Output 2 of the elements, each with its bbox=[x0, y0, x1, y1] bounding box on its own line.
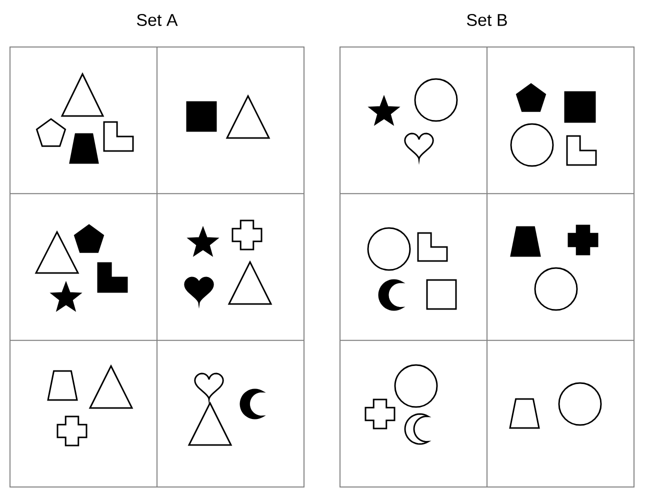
set-heading: Set A bbox=[136, 14, 178, 26]
set-heading: Set B bbox=[466, 14, 507, 26]
